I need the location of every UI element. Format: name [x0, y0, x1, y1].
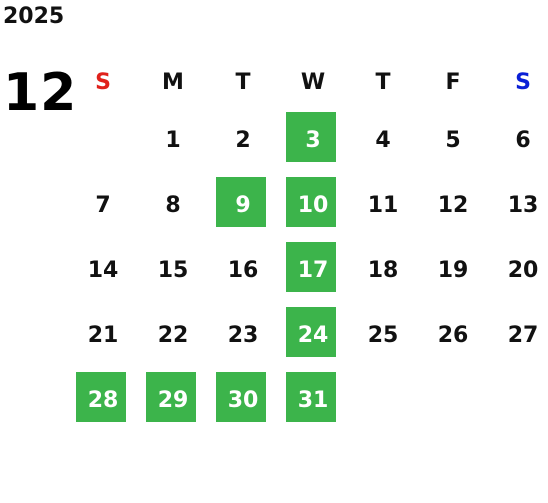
- calendar-day-10[interactable]: 10: [278, 173, 348, 238]
- calendar-day-16[interactable]: 16: [208, 238, 278, 303]
- calendar-day-8[interactable]: 8: [138, 173, 208, 238]
- calendar-day-27[interactable]: 27: [488, 303, 548, 368]
- day-number: 10: [297, 193, 329, 218]
- day-number: 28: [87, 388, 119, 413]
- calendar-day-21[interactable]: 21: [68, 303, 138, 368]
- weekday-header-thursday: T: [375, 69, 391, 95]
- calendar-day-19[interactable]: 19: [418, 238, 488, 303]
- calendar-day-empty: [68, 108, 138, 173]
- calendar-day-3[interactable]: 3: [278, 108, 348, 173]
- calendar-day-12[interactable]: 12: [418, 173, 488, 238]
- day-highlight: [286, 177, 336, 227]
- calendar-day-26[interactable]: 26: [418, 303, 488, 368]
- day-number: 17: [297, 258, 329, 283]
- calendar-day-31[interactable]: 31: [278, 368, 348, 433]
- day-number: 6: [515, 128, 531, 153]
- day-highlight: [146, 372, 196, 422]
- calendar-day-17[interactable]: 17: [278, 238, 348, 303]
- calendar-day-6[interactable]: 6: [488, 108, 548, 173]
- calendar-day-29[interactable]: 29: [138, 368, 208, 433]
- day-highlight: [286, 112, 336, 162]
- day-highlight: [286, 307, 336, 357]
- calendar-day-7[interactable]: 7: [68, 173, 138, 238]
- calendar-day-30[interactable]: 30: [208, 368, 278, 433]
- calendar-day-15[interactable]: 15: [138, 238, 208, 303]
- calendar-day-2[interactable]: 2: [208, 108, 278, 173]
- day-number: 15: [157, 258, 189, 283]
- day-number: 12: [437, 193, 469, 218]
- day-highlight: [286, 372, 336, 422]
- day-number: 14: [87, 258, 119, 283]
- calendar-day-13[interactable]: 13: [488, 173, 548, 238]
- day-number: 27: [507, 323, 539, 348]
- day-number: 1: [165, 128, 181, 153]
- calendar-day-empty: [488, 368, 548, 433]
- day-number: 18: [367, 258, 399, 283]
- calendar-day-4[interactable]: 4: [348, 108, 418, 173]
- weekday-header-friday: F: [445, 69, 461, 95]
- day-number: 9: [235, 193, 251, 218]
- weekday-header-saturday: S: [515, 69, 531, 95]
- calendar-day-22[interactable]: 22: [138, 303, 208, 368]
- day-number: 25: [367, 323, 399, 348]
- day-number: 13: [507, 193, 539, 218]
- calendar-day-23[interactable]: 23: [208, 303, 278, 368]
- day-number: 2: [235, 128, 251, 153]
- day-highlight: [216, 177, 266, 227]
- day-number: 7: [95, 193, 111, 218]
- day-number: 23: [227, 323, 259, 348]
- weekday-header-wednesday: W: [300, 69, 326, 95]
- day-number: 11: [367, 193, 399, 218]
- calendar-year: 2025: [3, 4, 65, 29]
- day-number: 5: [445, 128, 461, 153]
- day-number: 3: [305, 128, 321, 153]
- calendar-day-18[interactable]: 18: [348, 238, 418, 303]
- calendar-day-9[interactable]: 9: [208, 173, 278, 238]
- day-number: 30: [227, 388, 259, 413]
- day-number: 16: [227, 258, 259, 283]
- day-highlight: [216, 372, 266, 422]
- day-highlight: [286, 242, 336, 292]
- calendar-day-28[interactable]: 28: [68, 368, 138, 433]
- day-number: 24: [297, 323, 329, 348]
- day-number: 26: [437, 323, 469, 348]
- weekday-header-monday: M: [162, 69, 184, 95]
- calendar-day-empty: [348, 368, 418, 433]
- calendar-day-20[interactable]: 20: [488, 238, 548, 303]
- day-number: 4: [375, 128, 391, 153]
- day-highlight: [76, 372, 126, 422]
- calendar-day-14[interactable]: 14: [68, 238, 138, 303]
- calendar-month: 12: [3, 63, 78, 123]
- weekday-header-sunday: S: [95, 69, 111, 95]
- day-number: 22: [157, 323, 189, 348]
- calendar-day-5[interactable]: 5: [418, 108, 488, 173]
- weekday-header-tuesday: T: [235, 69, 251, 95]
- calendar-day-11[interactable]: 11: [348, 173, 418, 238]
- day-number: 20: [507, 258, 539, 283]
- day-number: 19: [437, 258, 469, 283]
- day-number: 31: [297, 388, 329, 413]
- day-number: 8: [165, 193, 181, 218]
- calendar-day-25[interactable]: 25: [348, 303, 418, 368]
- day-number: 29: [157, 388, 189, 413]
- day-number: 21: [87, 323, 119, 348]
- calendar-day-empty: [418, 368, 488, 433]
- calendar-day-24[interactable]: 24: [278, 303, 348, 368]
- calendar-day-1[interactable]: 1: [138, 108, 208, 173]
